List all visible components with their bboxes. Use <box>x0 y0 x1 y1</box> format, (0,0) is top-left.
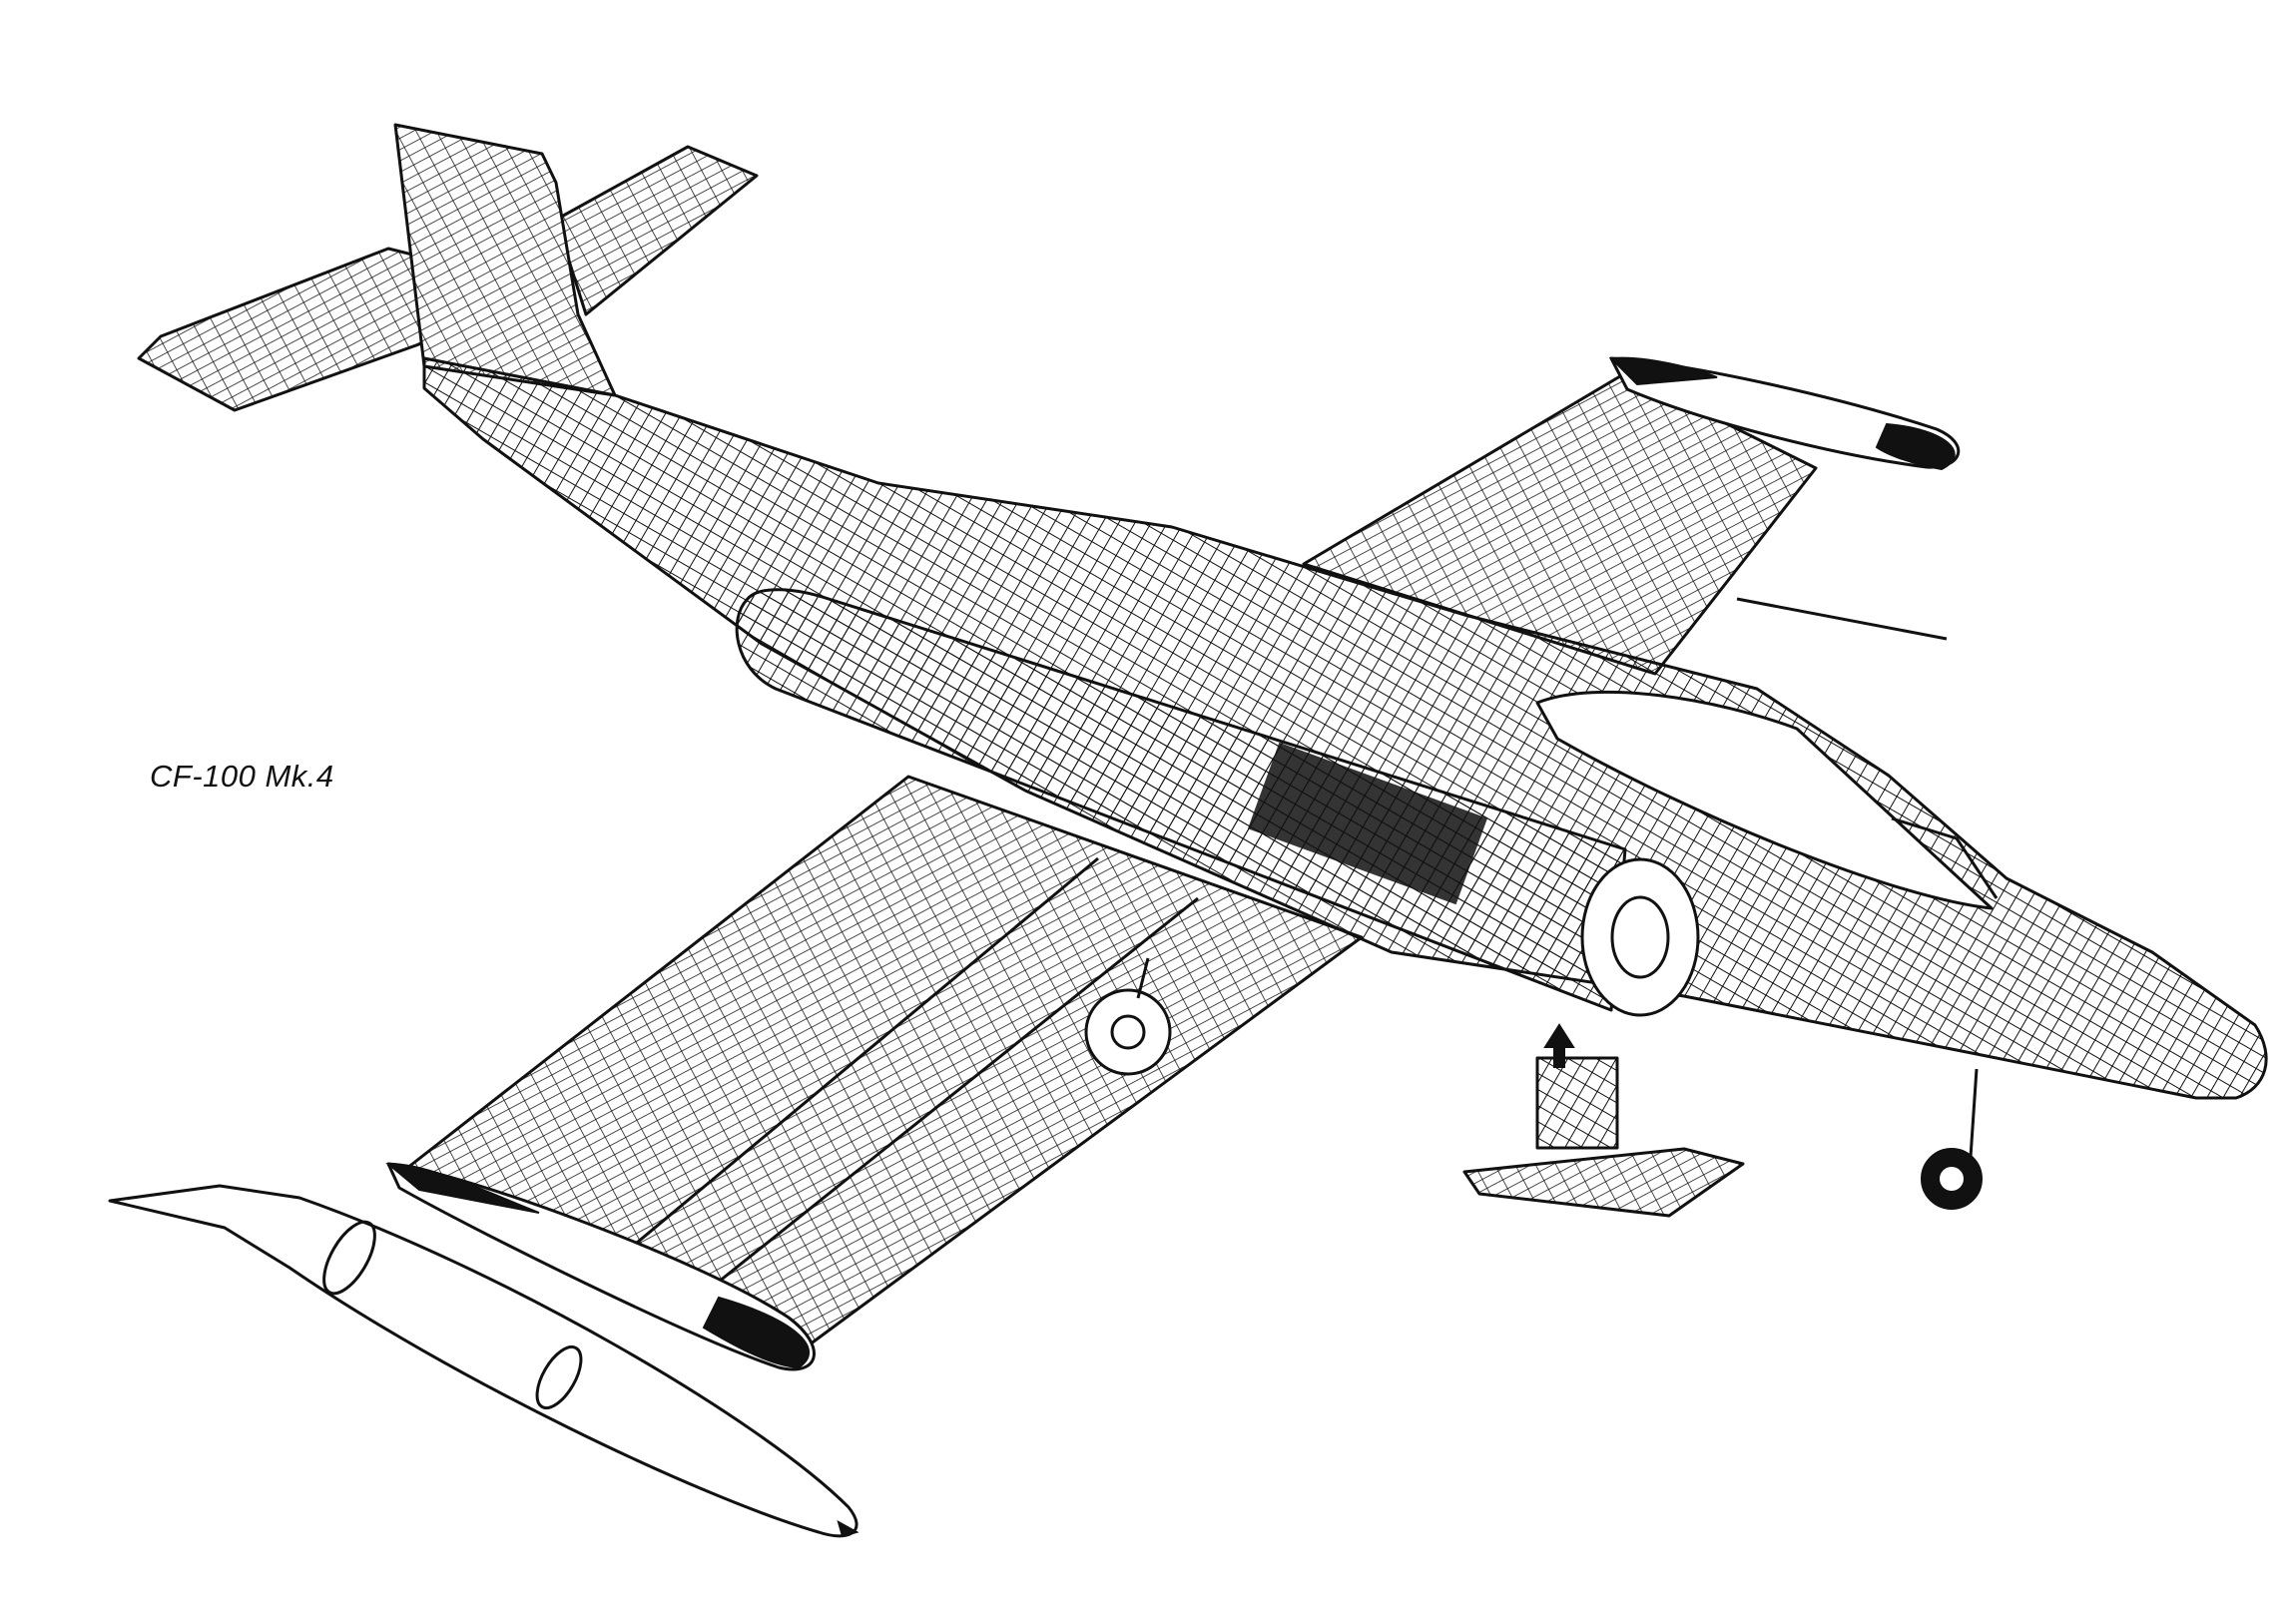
left-wing <box>400 775 1364 1349</box>
engine-nacelle <box>735 588 1700 1017</box>
arrow-up-icon <box>1543 1023 1575 1068</box>
canopy <box>1535 690 1999 910</box>
aircraft-caption: CF-100 Mk.4 <box>150 759 334 794</box>
gun-pack <box>1462 1023 1745 1218</box>
nose-landing-gear <box>1921 1068 1983 1210</box>
fuselage <box>422 356 2268 1100</box>
main-landing-gear <box>1084 957 1172 1076</box>
left-tip-tank <box>385 1162 816 1371</box>
drop-tank <box>108 1184 860 1538</box>
right-tip-tank <box>1608 356 1961 471</box>
tail-stabilizers <box>137 123 759 412</box>
